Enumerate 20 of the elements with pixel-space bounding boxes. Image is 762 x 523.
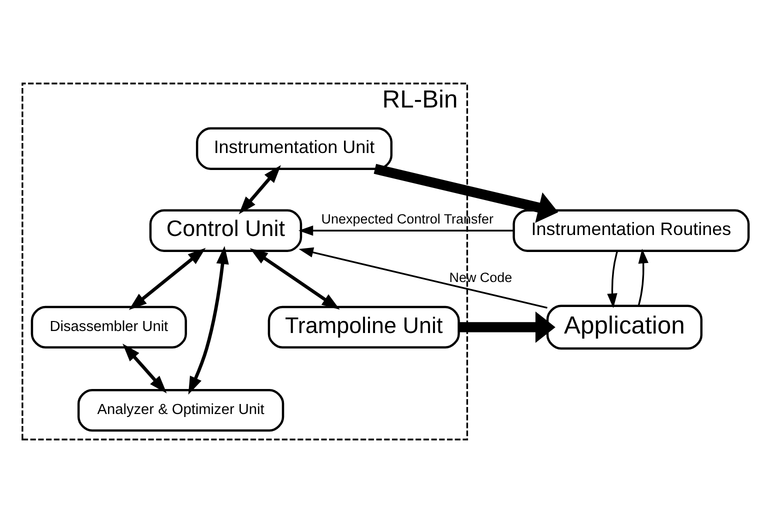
arrow	[122, 344, 167, 394]
arrow	[128, 248, 206, 310]
arrow	[607, 251, 618, 308]
arrow	[374, 164, 558, 223]
arrow	[188, 246, 229, 395]
arrow	[250, 248, 340, 310]
arrow	[298, 247, 548, 309]
node-box: Control Unit	[149, 209, 302, 252]
node-box: Instrumentation Unit	[196, 127, 393, 170]
edge-label: New Code	[449, 270, 512, 285]
node-box: Trampoline Unit	[268, 306, 460, 349]
arrow	[238, 165, 281, 214]
node-box: Disassembler Unit	[30, 306, 187, 349]
arrow	[638, 248, 648, 306]
arrow	[459, 311, 556, 343]
node-box: Application	[546, 304, 702, 350]
node-box: Instrumentation Routines	[512, 209, 750, 252]
node-box: Analyzer & Optimizer Unit	[77, 388, 284, 432]
edge-label: Unexpected Control Transfer	[321, 211, 494, 226]
arrow	[298, 226, 514, 236]
